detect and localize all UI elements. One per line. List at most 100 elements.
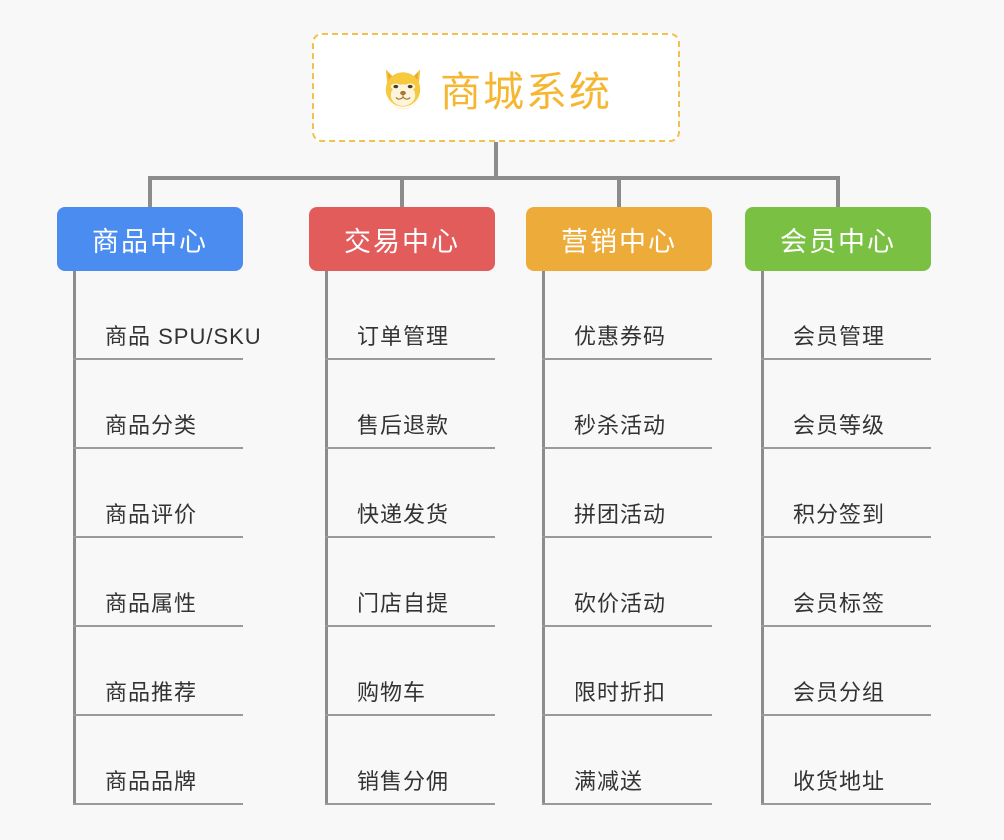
leaf-item-label: 会员分组 (793, 680, 886, 705)
leaf-item-label: 订单管理 (357, 324, 450, 349)
leaf-item[interactable]: 购物车 (325, 627, 495, 716)
category-header-1[interactable]: 商品中心 (57, 207, 243, 271)
leaf-item-underline (761, 447, 931, 449)
leaf-item-underline (325, 358, 495, 360)
leaf-item-underline (325, 536, 495, 538)
leaf-item-label: 购物车 (357, 680, 427, 705)
leaf-list-4: 会员管理会员等级积分签到会员标签会员分组收货地址 (745, 271, 931, 805)
leaf-item-label: 限时折扣 (574, 680, 667, 705)
leaf-item[interactable]: 会员管理 (761, 271, 931, 360)
leaf-item-label: 拼团活动 (574, 502, 667, 527)
leaf-item-underline (542, 536, 712, 538)
leaf-item-underline (761, 625, 931, 627)
leaf-item-underline (542, 625, 712, 627)
leaf-item-label: 商品推荐 (105, 680, 198, 705)
connector-trunk-4 (761, 271, 764, 805)
leaf-item[interactable]: 优惠券码 (542, 271, 712, 360)
connector-root-stem (494, 142, 498, 178)
leaf-item-underline (542, 714, 712, 716)
connector-drop-2 (400, 176, 404, 209)
leaf-item-label: 积分签到 (793, 502, 886, 527)
leaf-item-underline (325, 447, 495, 449)
leaf-item-label: 满减送 (574, 769, 644, 794)
leaf-item-underline (73, 714, 243, 716)
category-header-label: 营销中心 (561, 226, 677, 257)
leaf-item[interactable]: 限时折扣 (542, 627, 712, 716)
leaf-item-label: 会员管理 (793, 324, 886, 349)
leaf-item-label: 售后退款 (357, 413, 450, 438)
category-column-3: 营销中心优惠券码秒杀活动拼团活动砍价活动限时折扣满减送 (526, 207, 712, 805)
leaf-item-underline (542, 803, 712, 805)
leaf-item[interactable]: 满减送 (542, 716, 712, 805)
leaf-item-label: 秒杀活动 (574, 413, 667, 438)
leaf-item[interactable]: 砍价活动 (542, 538, 712, 627)
category-column-2: 交易中心订单管理售后退款快递发货门店自提购物车销售分佣 (309, 207, 495, 805)
leaf-item[interactable]: 收货地址 (761, 716, 931, 805)
leaf-item-label: 商品 SPU/SKU (105, 324, 262, 349)
leaf-item-underline (761, 358, 931, 360)
shiba-dog-emoji (380, 65, 426, 111)
connector-drop-1 (148, 176, 152, 209)
leaf-item-label: 砍价活动 (574, 591, 667, 616)
leaf-item-underline (761, 536, 931, 538)
leaf-item-underline (73, 803, 243, 805)
leaf-list-1: 商品 SPU/SKU 商品分类商品评价商品属性商品推荐商品品牌 (57, 271, 262, 805)
leaf-item[interactable]: 会员标签 (761, 538, 931, 627)
leaf-item-underline (542, 447, 712, 449)
category-header-4[interactable]: 会员中心 (745, 207, 931, 271)
leaf-item[interactable]: 商品评价 (73, 449, 243, 538)
leaf-item[interactable]: 会员分组 (761, 627, 931, 716)
leaf-item[interactable]: 商品品牌 (73, 716, 243, 805)
connector-trunk-2 (325, 271, 328, 805)
connector-horizontal-bus (150, 176, 838, 180)
leaf-item-underline (73, 625, 243, 627)
leaf-list-3: 优惠券码秒杀活动拼团活动砍价活动限时折扣满减送 (526, 271, 712, 805)
leaf-item-label: 商品属性 (105, 591, 198, 616)
leaf-item[interactable]: 商品推荐 (73, 627, 243, 716)
leaf-item[interactable]: 商品属性 (73, 538, 243, 627)
leaf-item[interactable]: 商品分类 (73, 360, 243, 449)
connector-trunk-3 (542, 271, 545, 805)
leaf-item[interactable]: 门店自提 (325, 538, 495, 627)
leaf-item-label: 快递发货 (357, 502, 450, 527)
leaf-item-underline (542, 358, 712, 360)
leaf-item-underline (761, 714, 931, 716)
leaf-item-label: 商品分类 (105, 413, 198, 438)
leaf-item-label: 门店自提 (357, 591, 450, 616)
leaf-item-underline (73, 536, 243, 538)
leaf-item-underline (761, 803, 931, 805)
leaf-item[interactable]: 快递发货 (325, 449, 495, 538)
leaf-item-label: 会员标签 (793, 591, 886, 616)
connector-drop-3 (617, 176, 621, 209)
leaf-item-label: 商品品牌 (105, 769, 198, 794)
connector-trunk-1 (73, 271, 76, 805)
leaf-item[interactable]: 商品 SPU/SKU (73, 271, 262, 360)
category-header-label: 会员中心 (780, 226, 896, 257)
category-header-label: 商品中心 (92, 226, 208, 257)
leaf-item-label: 优惠券码 (574, 324, 667, 349)
category-column-4: 会员中心会员管理会员等级积分签到会员标签会员分组收货地址 (745, 207, 931, 805)
leaf-list-2: 订单管理售后退款快递发货门店自提购物车销售分佣 (309, 271, 495, 805)
leaf-item-underline (325, 625, 495, 627)
leaf-item-underline (73, 358, 243, 360)
leaf-item[interactable]: 售后退款 (325, 360, 495, 449)
leaf-item-label: 收货地址 (793, 769, 886, 794)
category-header-label: 交易中心 (344, 226, 460, 257)
leaf-item[interactable]: 销售分佣 (325, 716, 495, 805)
leaf-item-label: 会员等级 (793, 413, 886, 438)
root-node[interactable]: 商城系统 (312, 33, 680, 142)
leaf-item[interactable]: 会员等级 (761, 360, 931, 449)
category-header-2[interactable]: 交易中心 (309, 207, 495, 271)
leaf-item-underline (325, 714, 495, 716)
leaf-item[interactable]: 秒杀活动 (542, 360, 712, 449)
leaf-item[interactable]: 订单管理 (325, 271, 495, 360)
leaf-item[interactable]: 拼团活动 (542, 449, 712, 538)
leaf-item-label: 商品评价 (105, 502, 198, 527)
category-header-3[interactable]: 营销中心 (526, 207, 712, 271)
connector-drop-4 (836, 176, 840, 209)
root-title: 商城系统 (440, 68, 612, 115)
category-column-1: 商品中心商品 SPU/SKU 商品分类商品评价商品属性商品推荐商品品牌 (57, 207, 262, 805)
leaf-item[interactable]: 积分签到 (761, 449, 931, 538)
leaf-item-underline (325, 803, 495, 805)
